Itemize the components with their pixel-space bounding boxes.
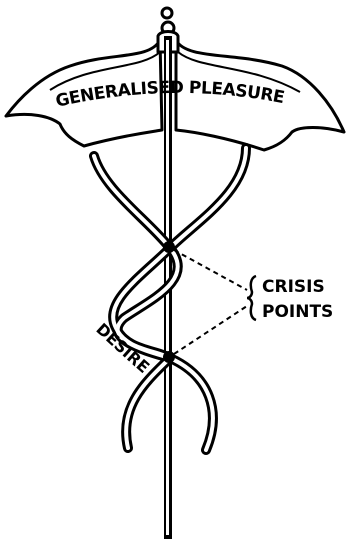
callout-brace [247, 276, 256, 320]
callout-lines [174, 250, 247, 354]
callout-label-line2: POINTS [262, 302, 333, 322]
crisis-point-upper [163, 241, 175, 253]
callout-label-line1: CRISIS [262, 277, 325, 297]
crisis-point-lower [163, 351, 175, 363]
